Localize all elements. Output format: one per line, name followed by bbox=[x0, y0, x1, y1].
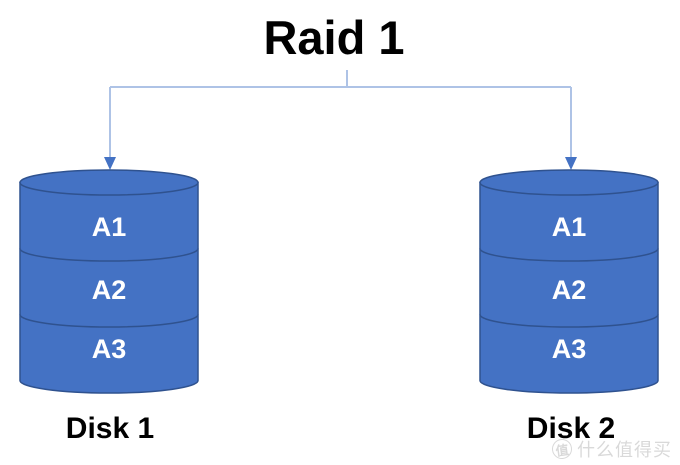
watermark-logo-icon: 值 bbox=[550, 437, 574, 461]
watermark: 值 什么值得买 bbox=[550, 437, 672, 461]
disk-block-label: A3 bbox=[552, 334, 587, 364]
disk-label-2: Disk 2 bbox=[526, 412, 616, 445]
arrow-down-icon bbox=[104, 157, 116, 170]
connector-lines bbox=[104, 70, 577, 170]
disk-cylinder-2: A1 A2 A3 bbox=[479, 169, 659, 394]
arrow-down-icon bbox=[565, 157, 577, 170]
cylinder-top bbox=[19, 169, 199, 196]
disk-block-label: A2 bbox=[92, 275, 127, 305]
page-title: Raid 1 bbox=[263, 11, 405, 64]
cylinder-divider bbox=[19, 314, 199, 328]
watermark-text: 什么值得买 bbox=[577, 440, 672, 460]
cylinder-body bbox=[19, 181, 199, 394]
disk-cylinder-1: A1 A2 A3 bbox=[19, 169, 199, 394]
disk-block-label: A2 bbox=[552, 275, 587, 305]
disk-block-label: A3 bbox=[92, 334, 127, 364]
disk-label-1: Disk 1 bbox=[65, 412, 155, 445]
cylinder-divider bbox=[479, 248, 659, 262]
disk-block-label: A1 bbox=[92, 212, 127, 242]
cylinder-body bbox=[479, 181, 659, 394]
cylinder-divider bbox=[479, 314, 659, 328]
disk-block-label: A1 bbox=[552, 212, 587, 242]
cylinder-top bbox=[479, 169, 659, 196]
cylinder-divider bbox=[19, 248, 199, 262]
